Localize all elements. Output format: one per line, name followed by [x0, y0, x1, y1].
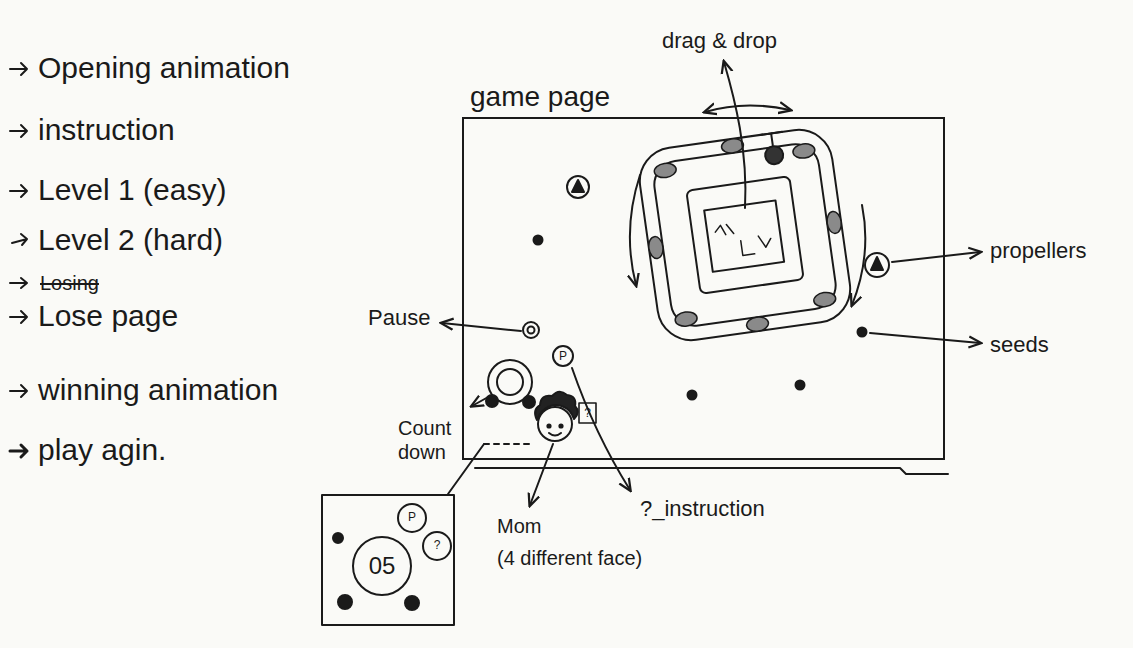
- leader-line: [724, 62, 745, 208]
- callout-label: drag & drop: [662, 28, 777, 54]
- button-text: 05: [369, 552, 396, 580]
- callout-label: propellers: [990, 238, 1087, 264]
- countdown-blob: [338, 595, 352, 609]
- countdown-icon: [497, 369, 523, 395]
- countdown-circle: 05: [352, 536, 412, 596]
- game-page-frame: game page: [462, 117, 945, 460]
- rotate-arrow: [630, 175, 640, 285]
- leader-line: [530, 444, 553, 505]
- mom-eye: [559, 424, 562, 427]
- frame-heading: game page: [470, 81, 610, 113]
- mom-hair: [535, 392, 578, 420]
- seeds: [534, 236, 867, 400]
- callout-label: ?_instruction: [640, 496, 765, 522]
- rotate-arrow: [705, 105, 790, 112]
- callout-label: seeds: [990, 332, 1049, 358]
- leader-line: [892, 252, 980, 262]
- screen-list-item: winning animation: [38, 372, 278, 408]
- pause-circle: P: [397, 503, 427, 533]
- countdown-icon: [523, 396, 535, 408]
- propeller-icon: [865, 253, 889, 277]
- rotate-arrow: [852, 205, 865, 305]
- pause-button: [553, 346, 573, 366]
- countdown-blob: [405, 596, 419, 610]
- list-arrow: [10, 278, 27, 288]
- button-text: ?: [434, 539, 441, 553]
- pause-icon: [528, 327, 535, 334]
- inset-frame: [322, 495, 454, 625]
- screen-list-item: Lose page: [38, 298, 178, 334]
- list-arrow: [12, 234, 27, 245]
- mom-eye: [547, 424, 550, 427]
- leader-line: [442, 323, 521, 331]
- button-text: P: [408, 511, 416, 525]
- callout-label: Mom: [497, 514, 541, 538]
- list-arrow: [10, 125, 27, 137]
- mom-mouth: [549, 433, 561, 436]
- planter: [635, 125, 854, 344]
- propeller-icon: [572, 180, 584, 192]
- screen-list-item: Level 2 (hard): [38, 222, 223, 258]
- screen-list-item: Level 1 (easy): [38, 172, 226, 208]
- leader-line: [448, 444, 484, 494]
- screen-list-item: instruction: [38, 112, 175, 148]
- leader-line: [472, 396, 490, 406]
- propeller-icon: [871, 257, 883, 270]
- callout-label: Count down: [398, 416, 464, 464]
- callout-label: (4 different face): [497, 546, 642, 570]
- help-circle: ?: [422, 531, 452, 561]
- list-arrow: [10, 63, 27, 75]
- button-letter: P: [559, 349, 567, 363]
- list-arrow: [10, 445, 27, 457]
- leader-line: [484, 443, 534, 445]
- list-arrow: [10, 185, 27, 197]
- screen-list-item: play agin.: [38, 432, 166, 468]
- countdown-blob: [333, 533, 343, 543]
- list-arrow: [10, 385, 27, 397]
- list-arrow: [10, 311, 27, 323]
- screen-list-item: Opening animation: [38, 50, 290, 86]
- mom-face: [538, 407, 572, 441]
- leader-line: [870, 333, 980, 343]
- frame-line: [475, 468, 948, 474]
- struck-list-item: Losing: [40, 271, 99, 295]
- propeller-icon: [567, 176, 589, 198]
- button-letter: ?: [584, 406, 591, 420]
- pause-icon: [523, 322, 539, 338]
- leader-line: [572, 368, 630, 490]
- callout-label: Pause: [368, 305, 430, 331]
